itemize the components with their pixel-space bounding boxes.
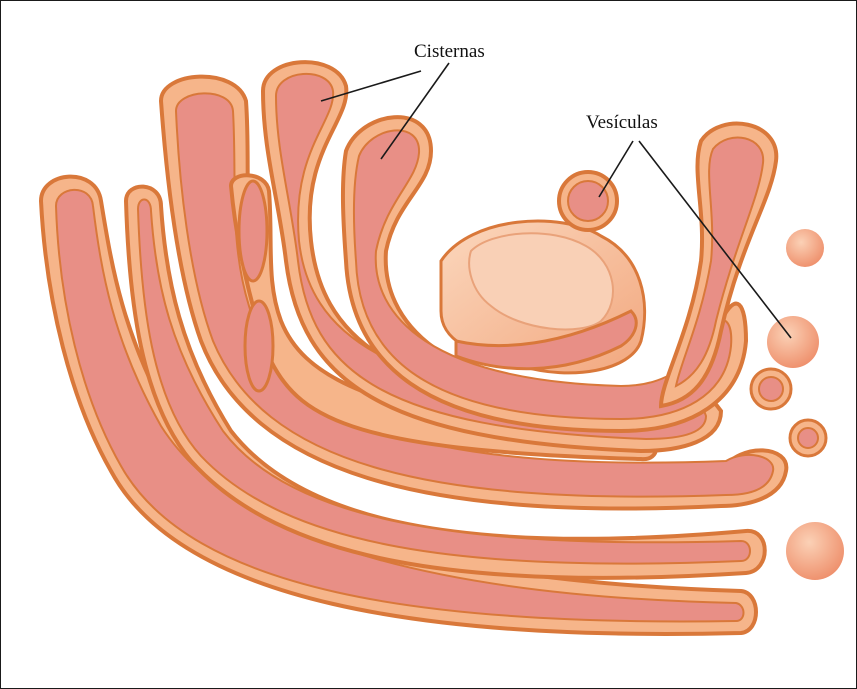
vesicle [767,316,819,368]
vesicle [790,420,826,456]
vesicle [786,522,844,580]
vesicle [751,369,791,409]
label-cisternas: Cisternas [414,41,485,63]
label-vesiculas: Vesículas [586,112,658,134]
golgi-central-body [441,221,645,373]
vesicle [786,229,824,267]
